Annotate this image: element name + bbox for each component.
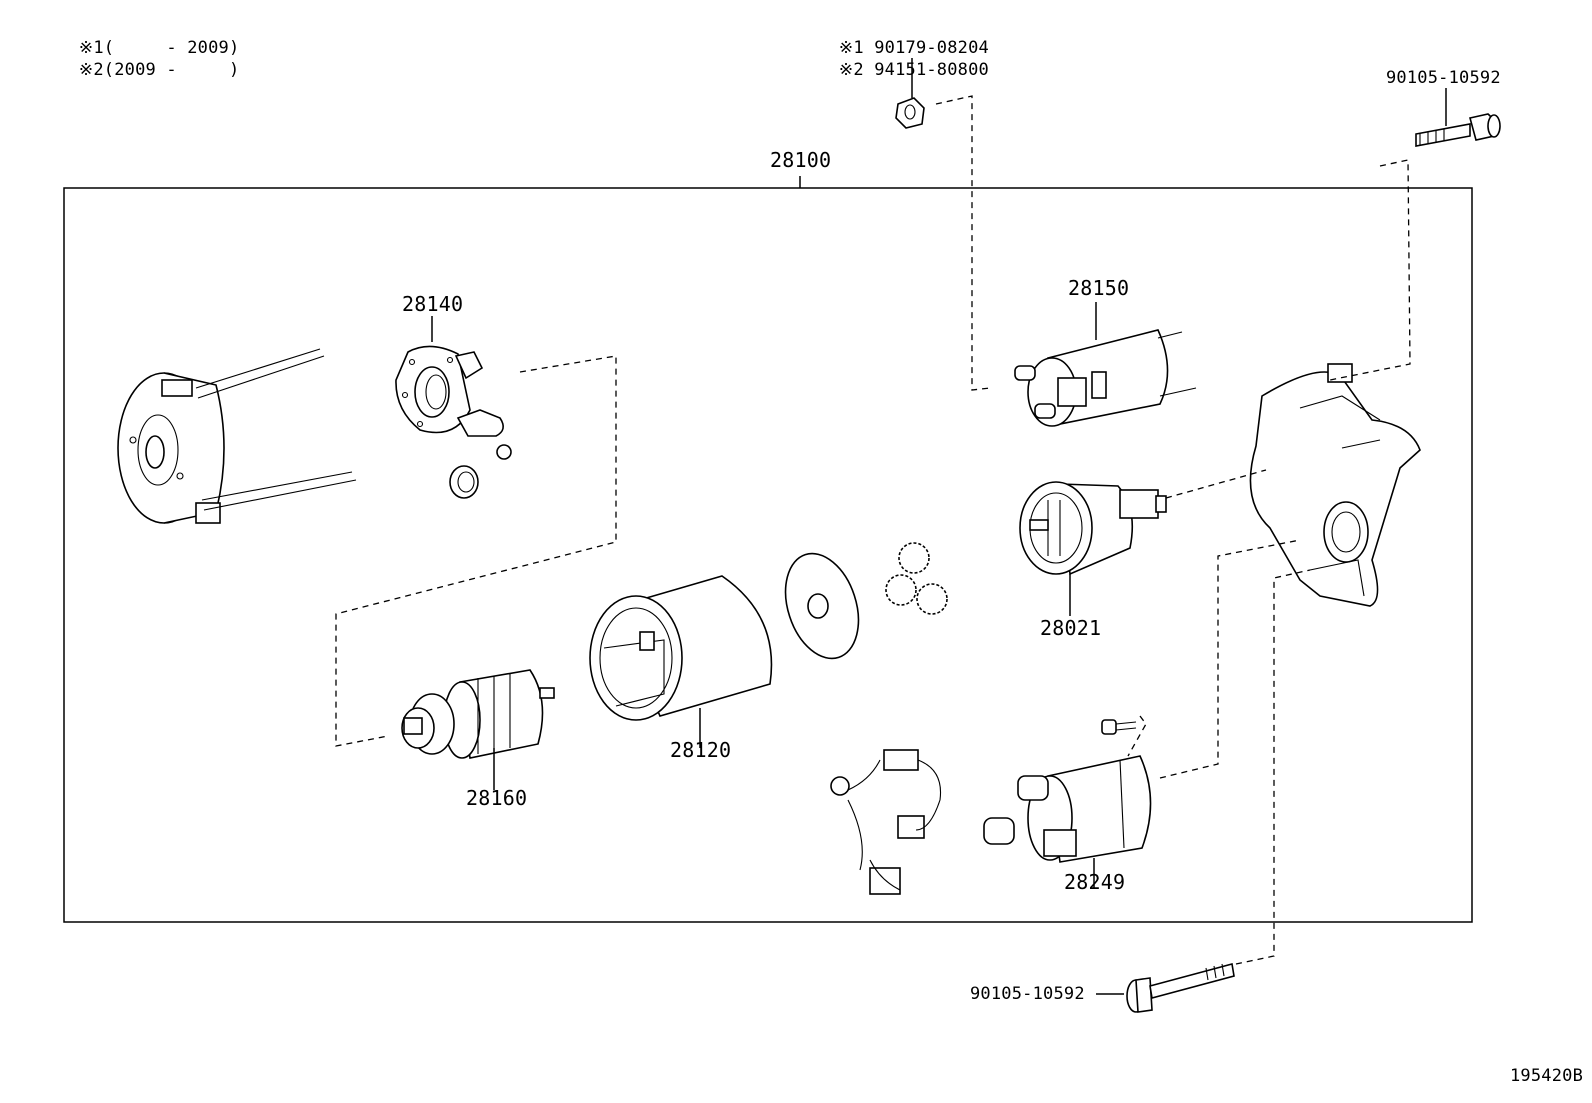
lever-part[interactable]	[983, 755, 1152, 863]
yoke-part[interactable]	[589, 575, 773, 721]
variant-1-part-no[interactable]: 90179-08204	[874, 38, 989, 58]
variant-1-mark: ※1	[838, 38, 864, 58]
nut-part[interactable]	[895, 97, 925, 129]
starter-clutch-part[interactable]	[1019, 481, 1167, 576]
variant-2-mark: ※2	[838, 60, 864, 80]
note-1: ※1( - 2009)	[58, 18, 239, 58]
armature-part[interactable]	[401, 669, 555, 759]
note-1-mark: ※1	[78, 38, 104, 58]
bolt-bottom-part[interactable]	[1126, 962, 1235, 1013]
wire-harness-part[interactable]	[830, 749, 942, 895]
small-screw-part[interactable]	[1101, 719, 1137, 735]
bolt-top-part-no[interactable]: 90105-10592	[1386, 68, 1501, 88]
note-2-mark: ※2	[78, 60, 104, 80]
magnet-switch-part[interactable]	[1014, 329, 1197, 427]
washer-part[interactable]	[773, 544, 871, 668]
note-1-text: ( - 2009)	[103, 38, 240, 58]
brush-holder-part[interactable]	[395, 345, 512, 499]
planetary-gears-part[interactable]	[885, 542, 948, 615]
end-frame-part[interactable]	[117, 348, 357, 524]
variant-2-label[interactable]: ※2 94151-80800	[818, 40, 989, 80]
assembly-frame	[63, 187, 1473, 923]
switch-part-no[interactable]: 28150	[1068, 276, 1130, 300]
brush-holder-part-no[interactable]: 28140	[402, 292, 464, 316]
diagram-id: 195420B	[1510, 1066, 1584, 1086]
clutch-part-no[interactable]: 28021	[1040, 616, 1102, 640]
lever-part-no[interactable]: 28249	[1064, 870, 1126, 894]
armature-part-no[interactable]: 28160	[466, 786, 528, 810]
bolt-bottom-part-no[interactable]: 90105-10592	[970, 984, 1085, 1004]
variant-1-label[interactable]: ※1 90179-08204	[818, 18, 989, 58]
assembly-part-no[interactable]: 28100	[770, 148, 832, 172]
housing-part[interactable]	[1249, 363, 1421, 607]
yoke-part-no[interactable]: 28120	[670, 738, 732, 762]
bolt-top-part[interactable]	[1415, 113, 1501, 147]
note-2-text: (2009 - )	[103, 60, 240, 80]
note-2: ※2(2009 - )	[58, 40, 239, 80]
variant-2-part-no[interactable]: 94151-80800	[874, 60, 989, 80]
